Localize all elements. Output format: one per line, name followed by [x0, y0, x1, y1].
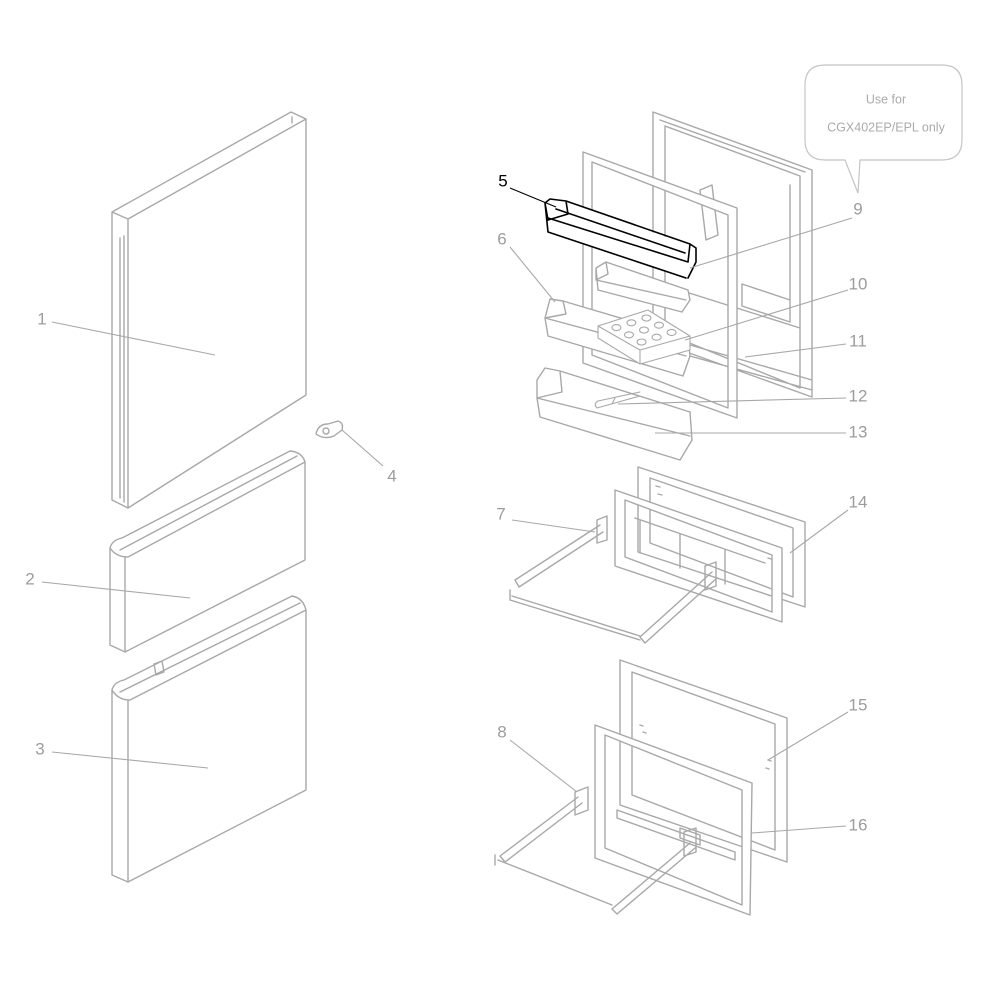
- callout-8: 8: [497, 722, 506, 741]
- note-bubble-shape: [804, 64, 963, 194]
- leader-12: [617, 397, 847, 405]
- callout-1: 1: [37, 309, 46, 328]
- callout-5: 5: [498, 171, 507, 190]
- callout-6: 6: [497, 229, 506, 248]
- leader-15: [767, 711, 849, 761]
- leader-5: [509, 187, 557, 208]
- leader-2: [41, 581, 191, 599]
- part-13-lower-door-bin: [536, 367, 693, 461]
- leader-10: [684, 289, 849, 341]
- leader-1: [51, 321, 216, 356]
- part-1-upper-door: [111, 111, 307, 509]
- callout-7: 7: [496, 504, 505, 523]
- part-12-bin-divider: [594, 391, 641, 409]
- upper-small-shelf: [595, 261, 691, 313]
- note-line-1: Use for: [866, 92, 906, 106]
- note-callout-bubble: Use for CGX402EP/EPL only: [804, 64, 963, 194]
- gasket-outline: [582, 151, 738, 419]
- callout-12: 12: [849, 386, 868, 405]
- part-7-drawer-slides: [509, 515, 718, 644]
- part-10-outline: [597, 309, 691, 365]
- part-16-front-drawer-frame: [594, 724, 753, 916]
- part-8-drawer-slides: [494, 786, 697, 915]
- callout-4: 4: [387, 466, 396, 485]
- part-15-fill: [620, 660, 787, 862]
- part-2-fill: [110, 452, 305, 652]
- leader-lines: [41, 187, 853, 834]
- part-14-rear-outline: [637, 466, 806, 608]
- callout-14: 14: [849, 492, 868, 511]
- leader-8: [509, 739, 578, 793]
- part-10-fill: [598, 310, 690, 364]
- part-16-outline: [594, 724, 753, 916]
- callout-2: 2: [25, 569, 34, 588]
- part-4-hinge-bracket: [315, 420, 344, 439]
- part-15-rear-drawer-frame: [616, 659, 788, 863]
- upper-small-shelf-fill: [596, 262, 690, 312]
- part-2-outline: [109, 450, 306, 653]
- part-4-outline: [315, 420, 344, 439]
- callout-9: 9: [853, 199, 862, 218]
- leader-7: [511, 519, 596, 533]
- leader-16: [751, 825, 847, 834]
- leader-11: [744, 343, 847, 358]
- callout-labels: 1 2 3 4 5 6 7 8 9 10 11 12 13 14 15 16: [25, 171, 867, 834]
- part-14-front-outline: [614, 489, 783, 623]
- callout-16: 16: [849, 815, 868, 834]
- part-5-door-bin-highlighted: [544, 198, 697, 279]
- callout-11: 11: [849, 331, 867, 350]
- part-9-liner-outline: [652, 111, 813, 398]
- part-13-outline: [536, 367, 693, 461]
- part-16-fill: [595, 725, 752, 915]
- part-13-fill: [537, 368, 692, 460]
- part-3-outline: [111, 595, 307, 883]
- leader-4: [341, 429, 384, 467]
- part-2-middle-drawer-front: [109, 450, 306, 653]
- part-9-door-liner: [652, 111, 813, 398]
- part-8-outline: [494, 786, 697, 915]
- part-14-rear-drawer-frame: [637, 466, 806, 608]
- note-line-2: CGX402EP/EPL only: [827, 120, 945, 134]
- part-1-outline: [111, 111, 307, 509]
- door-gasket-frame: [582, 151, 738, 419]
- callout-10: 10: [849, 274, 868, 293]
- leader-9: [689, 217, 853, 269]
- leader-14: [789, 509, 849, 554]
- upper-small-shelf-outline: [595, 261, 691, 313]
- callout-3: 3: [35, 739, 44, 758]
- part-3-lower-drawer-front: [111, 595, 307, 883]
- part-15-outline: [616, 659, 788, 863]
- leader-3: [51, 751, 209, 769]
- part-1-fill: [112, 112, 306, 508]
- leader-6: [509, 246, 556, 303]
- callout-13: 13: [849, 422, 868, 441]
- callout-15: 15: [849, 695, 868, 714]
- part-12-outline: [594, 391, 641, 409]
- part-7-outline: [509, 515, 718, 644]
- part-3-fill: [112, 597, 306, 882]
- part-5-outline: [544, 198, 697, 279]
- part-10-egg-tray: [597, 309, 691, 365]
- part-14-front-drawer-frame: [614, 489, 783, 623]
